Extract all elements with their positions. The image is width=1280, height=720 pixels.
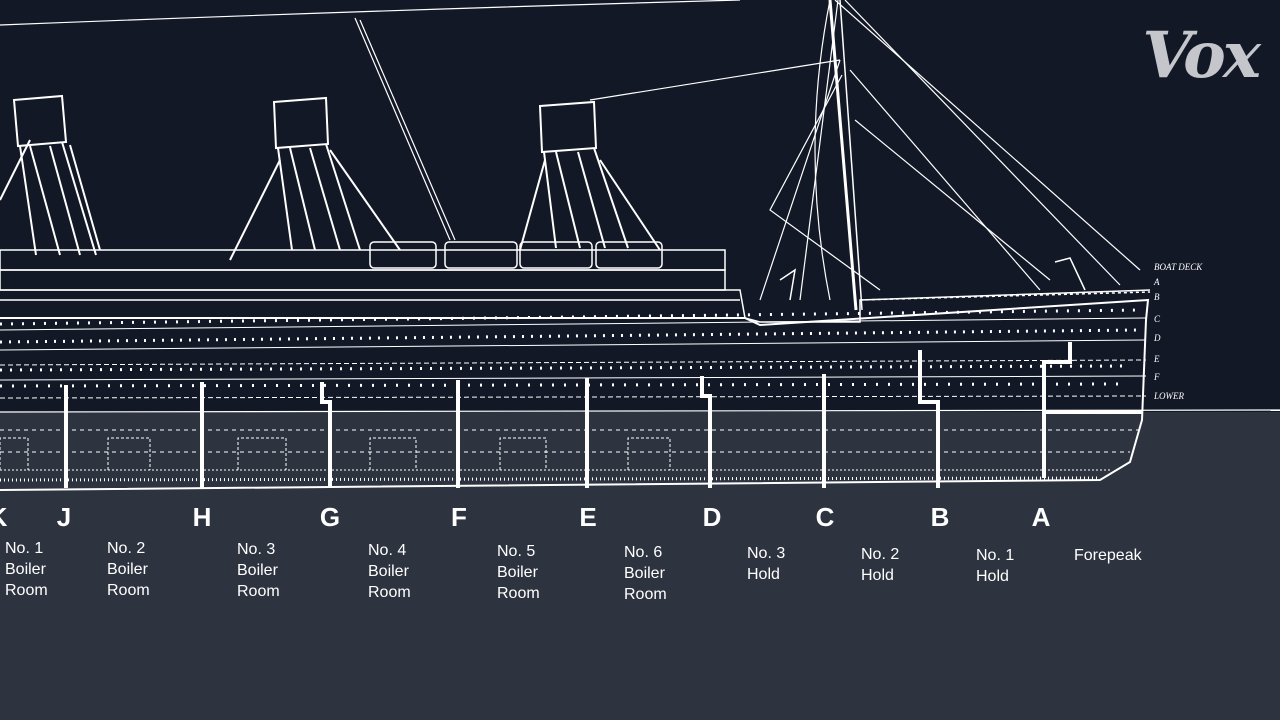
- sea-background: [0, 412, 1280, 720]
- bulkhead-label: J: [56, 502, 72, 532]
- deck-label: A: [1153, 277, 1160, 287]
- vox-logo: Vox: [1142, 18, 1261, 93]
- superstructure: [0, 241, 1151, 323]
- rigging: [0, 0, 1141, 301]
- deck-labels: BOAT DECK A B C D E F LOWER: [1153, 262, 1203, 401]
- bulkhead-label: F: [451, 502, 467, 532]
- deck-label: C: [1154, 314, 1161, 324]
- compartment-label: No. 2 Hold: [861, 546, 900, 584]
- deck-label: E: [1153, 354, 1160, 364]
- compartment-label: No. 1 Hold: [976, 547, 1015, 585]
- bulkhead-label: A: [1031, 502, 1051, 532]
- bulkhead-lines: [64, 342, 1142, 488]
- foremast: [779, 0, 1086, 311]
- bulkhead-label: G: [319, 502, 341, 532]
- sky-background: [0, 0, 1280, 412]
- bulkhead-label: D: [702, 502, 722, 532]
- deck-label: B: [1154, 292, 1160, 302]
- compartment-label: No. 3 Hold: [747, 545, 786, 583]
- bulkhead-label: E: [579, 502, 597, 532]
- deck-label: LOWER: [1153, 391, 1184, 401]
- compartment-label: No. 5 Boiler Room: [497, 543, 540, 602]
- deck-label: F: [1153, 372, 1160, 382]
- funnels: [0, 94, 661, 261]
- bulkhead-label: B: [930, 502, 950, 532]
- compartment-label: No. 2 Boiler Room: [107, 540, 150, 599]
- compartment-label: No. 4 Boiler Room: [368, 542, 411, 601]
- bulkhead-label: H: [192, 502, 212, 532]
- bulkhead-label: C: [815, 502, 835, 532]
- bulkhead-label: K: [0, 502, 7, 533]
- compartment-label: No. 3 Boiler Room: [237, 541, 280, 600]
- deck-label: D: [1153, 333, 1161, 343]
- compartment-label: No. 6 Boiler Room: [624, 544, 667, 603]
- compartment-label: Forepeak: [1074, 547, 1142, 564]
- hull: [0, 298, 1280, 491]
- deck-label: BOAT DECK: [1154, 262, 1203, 272]
- compartment-label: No. 1 Boiler Room: [5, 540, 48, 599]
